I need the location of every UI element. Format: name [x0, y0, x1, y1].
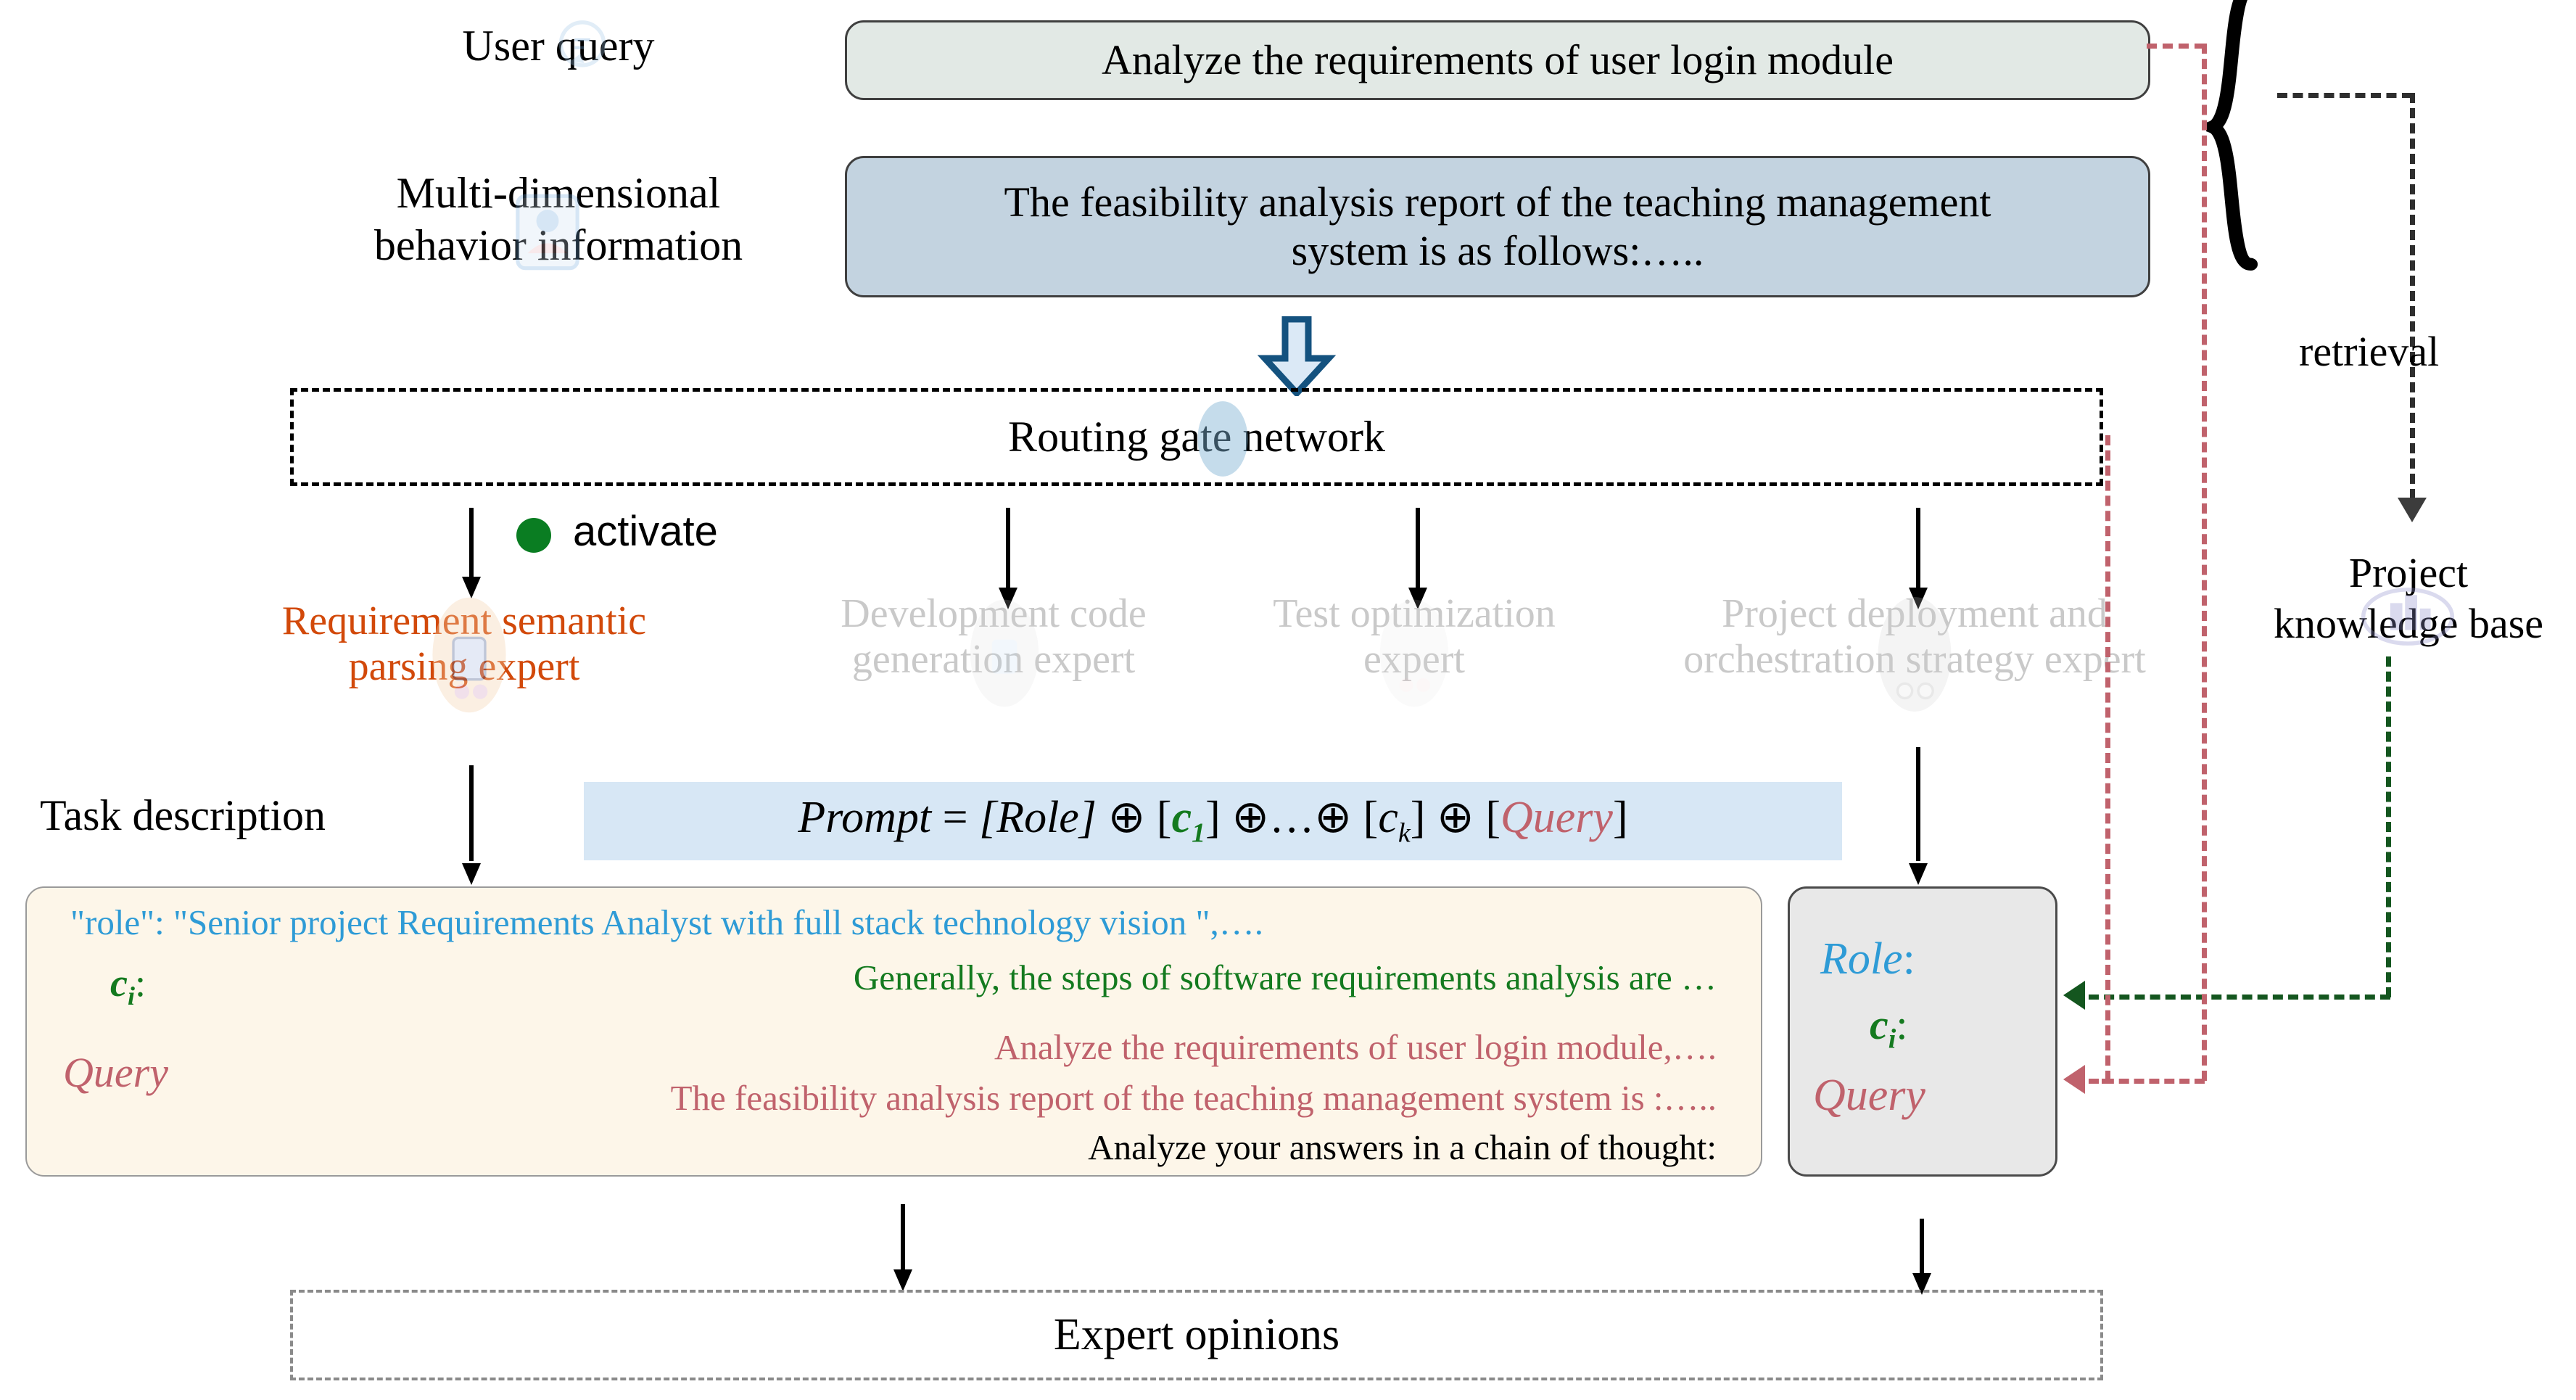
expert-3-line1: Test optimization — [1273, 591, 1556, 636]
query-feed-bottom-horizontal-outer — [2089, 1079, 2205, 1084]
kb-line2: knowledge base — [2273, 599, 2544, 647]
activate-label: activate — [573, 508, 718, 556]
formula-oplus-4: ⊕ — [1436, 793, 1474, 843]
prompt-query-line2: The feasibility analysis report of the t… — [670, 1078, 1717, 1118]
formula-ck-sub: k — [1398, 818, 1411, 849]
user-query-box-text: Analyze the requirements of user login m… — [1101, 36, 1894, 83]
flow-down-arrow-icon — [1253, 316, 1340, 398]
activate-dot-icon — [516, 518, 551, 553]
rolebox-role-colon: : — [1902, 934, 1915, 984]
rolebox-ci-letter: c — [1870, 1001, 1888, 1048]
expert-opinions-box[interactable]: Expert opinions — [290, 1290, 2103, 1380]
expert-3-line2: expert — [1175, 637, 1654, 683]
expert-test-optimization[interactable]: Test optimization expert — [1175, 591, 1654, 682]
rolebox-role-text: Role — [1820, 934, 1903, 984]
query-feed-top-horizontal — [2147, 44, 2205, 49]
retrieval-arrowhead-icon — [2398, 498, 2427, 522]
role-ci-query-box[interactable]: Role: ci: Query — [1788, 886, 2057, 1177]
activate-label-text: activate — [573, 508, 718, 555]
formula-query: Query — [1500, 793, 1613, 843]
prompt-query-label: Query — [63, 1049, 168, 1096]
rolebox-ci-colon: : — [1896, 1001, 1908, 1048]
routing-gate-network-box[interactable]: Routing gate network — [290, 388, 2103, 486]
expert-development-code-generation[interactable]: Development code generation expert — [740, 591, 1247, 682]
grouping-brace-icon — [2195, 0, 2270, 287]
prompt-ci-letter: c — [110, 961, 128, 1005]
kb-feed-arrowhead-icon — [2063, 981, 2085, 1010]
formula-oplus-2: ⊕ — [1231, 793, 1270, 843]
query-feed-arrowhead-icon — [2063, 1065, 2085, 1094]
query-feed-bottom-horizontal-inner — [2089, 1079, 2110, 1084]
user-profile-icon — [508, 189, 587, 276]
user-query-box[interactable]: Analyze the requirements of user login m… — [845, 20, 2150, 100]
arrow-rolebox-to-opinions — [1911, 1219, 1933, 1295]
expert-2-avatar-icon — [965, 593, 1044, 713]
prompt-role-line: "role": "Senior project Requirements Ana… — [70, 902, 1264, 942]
kb-feed-horizontal — [2089, 995, 2390, 1000]
behavior-box-line1: The feasibility analysis report of the t… — [1004, 178, 1991, 226]
expert-1-avatar-icon — [426, 593, 512, 717]
rolebox-ci-sub: i — [1888, 1024, 1896, 1055]
prompt-final-line: Analyze your answers in a chain of thoug… — [1088, 1127, 1717, 1167]
expert-4-avatar-icon — [1871, 593, 1958, 715]
prompt-ci-sub: i — [127, 981, 135, 1010]
prompt-formula-box: Prompt = [Role] ⊕ [c1] ⊕…⊕ [ck] ⊕ [Query… — [584, 782, 1842, 860]
gate-node-icon — [1188, 399, 1258, 479]
expert-4-line2: orchestration strategy expert — [1683, 636, 2146, 682]
expert-requirement-semantic-parsing[interactable]: Requirement semantic parsing expert — [210, 598, 718, 689]
prompt-content-box[interactable]: "role": "Senior project Requirements Ana… — [25, 886, 1762, 1177]
expert-2-line1: Development code — [841, 591, 1147, 636]
chat-bubble-icon — [551, 15, 614, 77]
rolebox-role-label: Role: — [1820, 934, 1915, 985]
formula-ck: c — [1378, 793, 1398, 843]
behavior-info-box[interactable]: The feasibility analysis report of the t… — [845, 156, 2150, 297]
routing-gate-network-text: Routing gate network — [1008, 413, 1385, 461]
expert-3-avatar-icon — [1374, 593, 1454, 713]
formula-c1-sub: 1 — [1192, 818, 1206, 849]
behavior-info-line1: Multi-dimensional — [396, 169, 721, 217]
arrow-to-expert-3 — [1407, 508, 1429, 609]
user-query-label: User query — [406, 20, 711, 71]
formula-ellipsis: … — [1269, 793, 1315, 843]
arrow-prompt-to-opinions — [892, 1204, 914, 1291]
rolebox-query-label: Query — [1813, 1071, 1925, 1120]
arrow-to-expert-1 — [461, 508, 482, 598]
arrow-to-expert-2 — [997, 508, 1019, 609]
expert-4-line1: Project deployment and — [1722, 591, 2108, 636]
prompt-ci-colon: : — [134, 961, 146, 1005]
query-feed-vertical-outer — [2202, 44, 2207, 1081]
formula-equals: = — [942, 793, 968, 843]
expert-2-line2: generation expert — [851, 636, 1136, 682]
prompt-ci-label: ci: — [110, 960, 146, 1011]
retrieval-label: retrieval — [2299, 328, 2440, 375]
prompt-ci-line: Generally, the steps of software require… — [853, 958, 1717, 997]
arrow-expert1-to-prompt — [461, 765, 482, 885]
task-description-label: Task description — [40, 791, 446, 841]
arrow-expert4-to-rolebox — [1907, 747, 1929, 885]
formula-oplus-3: ⊕ — [1314, 793, 1353, 843]
prompt-query-line1: Analyze the requirements of user login m… — [994, 1027, 1717, 1067]
rolebox-ci-label: ci: — [1870, 1001, 1907, 1055]
kb-feed-vertical — [2386, 656, 2391, 997]
database-icon — [2361, 573, 2455, 660]
project-knowledge-base-label: Project knowledge base — [2241, 548, 2576, 648]
behavior-info-label: Multi-dimensional behavior information — [312, 167, 805, 271]
behavior-info-line2: behavior information — [373, 221, 743, 269]
behavior-box-line2: system is as follows:….. — [1291, 226, 1704, 274]
kb-line1: Project — [2348, 549, 2469, 596]
expert-1-line1: Requirement semantic — [281, 598, 647, 643]
formula-c1: c — [1171, 793, 1192, 843]
user-query-label-text: User query — [462, 21, 655, 70]
formula-prompt: Prompt — [798, 793, 932, 843]
expert-opinions-text: Expert opinions — [1053, 1309, 1340, 1359]
retrieval-path-vertical — [2410, 93, 2415, 499]
query-feed-vertical-inner — [2105, 435, 2110, 1081]
retrieval-path-horizontal — [2277, 93, 2412, 98]
formula-role: [Role] — [979, 793, 1097, 843]
task-description-text: Task description — [40, 791, 326, 839]
formula-oplus-1: ⊕ — [1107, 793, 1146, 843]
expert-1-line2: parsing expert — [348, 643, 580, 689]
arrow-to-expert-4 — [1907, 508, 1929, 609]
expert-project-deployment-orchestration[interactable]: Project deployment and orchestration str… — [1574, 591, 2255, 682]
